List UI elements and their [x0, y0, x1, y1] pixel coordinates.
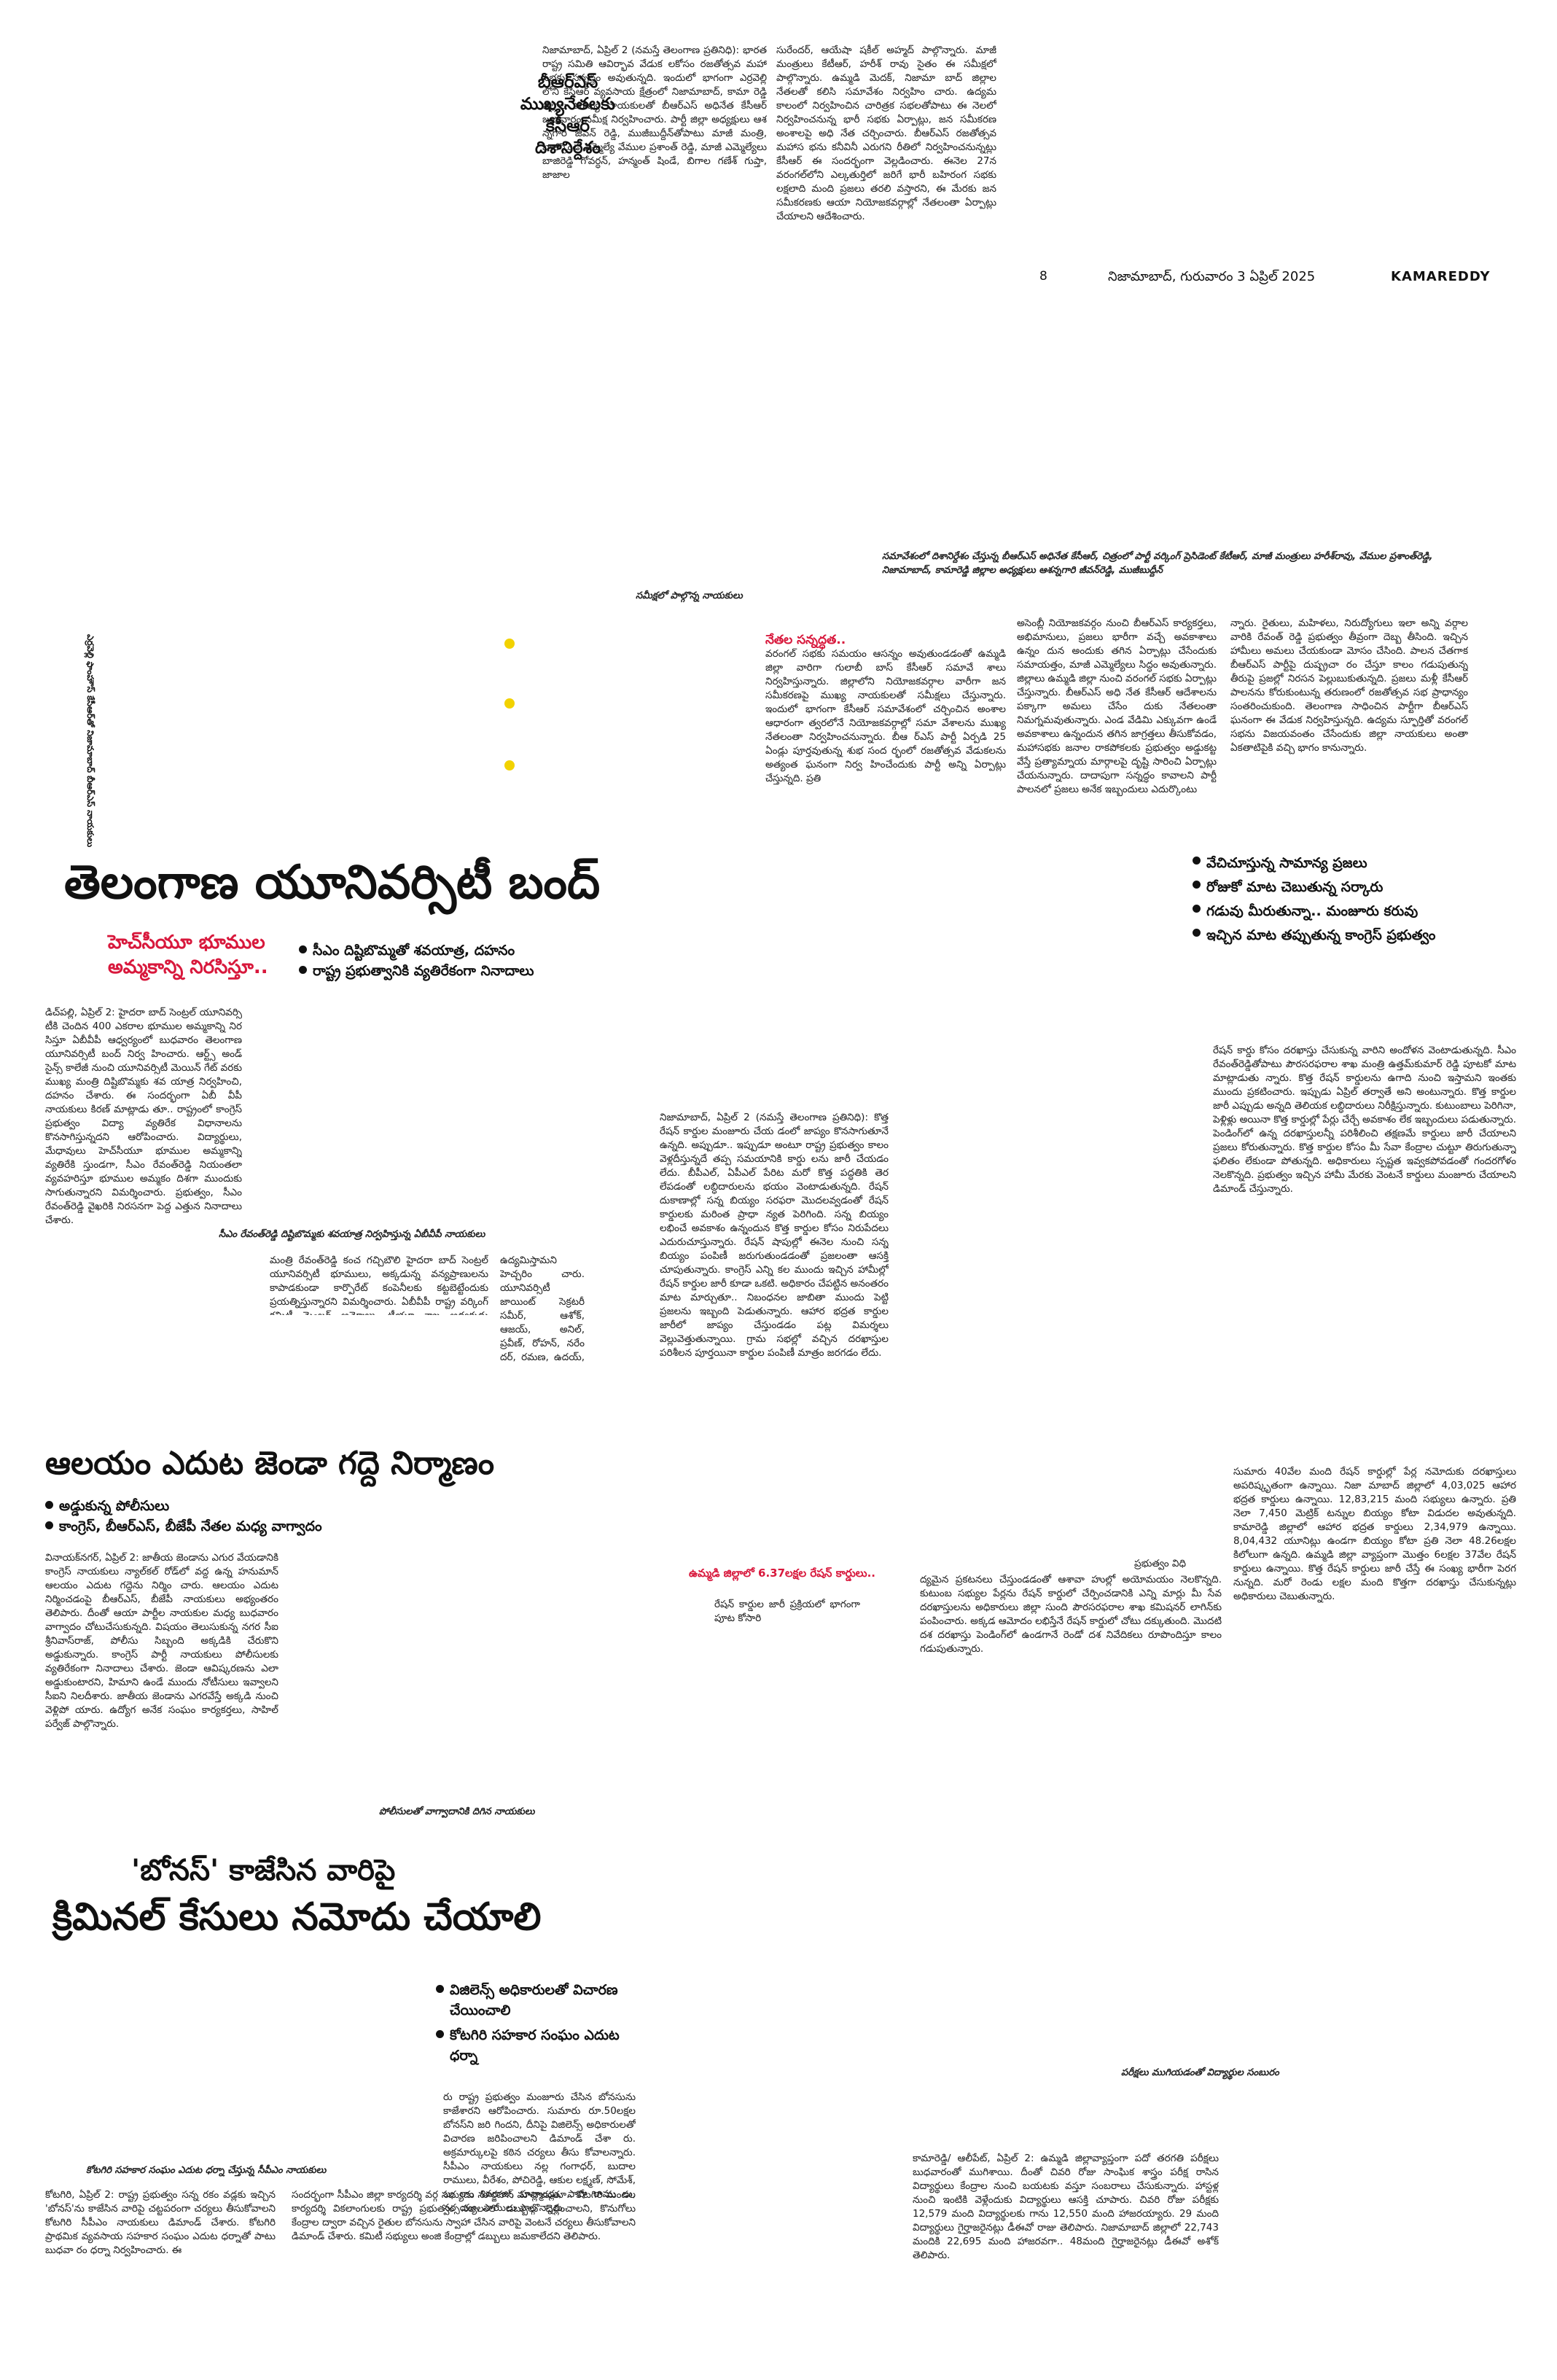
bonus-col2: సందర్భంగా సీపీఎం జిల్లా కార్యదర్శి వర్గ …	[292, 2189, 636, 2242]
bonus-col-right: రు రాష్ట్ర ప్రభుత్వం మంజూరు చేసిన బోనసున…	[443, 2091, 636, 2214]
ration-col3b: సుమారు 40వేల మంది రేషన్ కార్డుల్లో పేర్ల…	[1233, 1466, 1516, 1602]
hcu-bullet-text: సీఎం దిష్టిబొమ్మతో శవయాత్ర, దహనం	[313, 943, 515, 959]
bullet-icon	[436, 1985, 444, 1993]
ration-col1b: రేషన్ కార్డుల జారీ ప్రక్రియలో భాగంగా పూట…	[714, 1599, 860, 1624]
bullet-icon	[1193, 857, 1201, 865]
bonus-photo-caption: కోటగిరి సహకార సంఘం ఎదుట ధర్నా చేస్తున్న …	[86, 2165, 327, 2176]
ration-col2-tail: ప్రభుత్వం విధి	[1134, 1558, 1186, 1569]
ration-bullet-text: ఇచ్చిన మాట తప్పుతున్న కాంగ్రెస్ ప్రభుత్వ…	[1206, 927, 1436, 943]
edition-name: KAMAREDDY	[1391, 269, 1491, 284]
temple-headline: ఆలయం ఎదుట జెండా గద్దె నిర్మాణం	[45, 1445, 495, 1482]
brs2-col2: అసెంబ్లీ నియోజకవర్గం నుంచి బీఆర్ఎస్ కార్…	[1017, 617, 1217, 795]
bullet-icon	[436, 2030, 444, 2038]
temple-photo-caption: పోలీసులతో వాగ్వాదానికి దిగిన నాయకులు	[379, 1806, 535, 1817]
bonus-bullet-text: విజిలెన్స్ అధికారులతో విచారణ చేయించాలి	[450, 1982, 618, 2018]
ration-col2: ద్యమైన ప్రకటనలు చేస్తుండడంతో ఆశావా హుల్ల…	[920, 1574, 1222, 1655]
temple-bullet-text: కాంగ్రెస్, బీఆర్ఎస్, బీజేపీ నేతల మధ్య వా…	[59, 1518, 322, 1534]
page-number: 8	[1039, 269, 1047, 284]
brs-headline-line: కేసీఆర్	[545, 117, 590, 136]
hcu-bullets: సీఎం దిష్టిబొమ్మతో శవయాత్ర, దహనం రాష్ట్ర…	[299, 940, 534, 981]
ration-bullet: రోజుకో మాట చెబుతున్న సర్కారు	[1193, 875, 1435, 900]
exam-photo-caption: పరీక్షలు ముగియడంతో విద్యార్థుల సంబురం	[1121, 2067, 1279, 2078]
ration-col3: రేషన్ కార్డు కోసం దరఖాస్తు చేసుకున్న వార…	[1213, 1045, 1516, 1195]
bonus-bullet: విజిలెన్స్ అధికారులతో విచారణ చేయించాలి	[436, 1980, 633, 2021]
brs-headline-line: ముఖ్యనేతలకు	[520, 95, 616, 114]
ration-col1: నిజామాబాద్, ఏప్రిల్ 2 (నమస్తే తెలంగాణ ప్…	[660, 1112, 889, 1359]
hcu-bullet-text: రాష్ట్ర ప్రభుత్వానికి వ్యతిరేకంగా నినాదా…	[313, 963, 534, 979]
hcu-photo-caption: సీఎం రేవంత్‌రెడ్డి దిష్టిబొమ్మకు శవయాత్ర…	[219, 1229, 485, 1240]
bonus-headline-1: 'బోనస్' కాజేసిన వారిపై	[131, 1854, 396, 1887]
hcu-col1: డిచ్‌పల్లి, ఏప్రిల్ 2: హైదరా బాద్ సెంట్ర…	[45, 1007, 242, 1226]
ration-kicker: ఉమ్మడి జిల్లాలో 6.37లక్షల రేషన్ కార్డులు…	[689, 1566, 876, 1580]
hcu-bullet: సీఎం దిష్టిబొమ్మతో శవయాత్ర, దహనం	[299, 940, 534, 961]
temple-bullet: కాంగ్రెస్, బీఆర్ఎస్, బీజేపీ నేతల మధ్య వా…	[45, 1516, 322, 1537]
yellow-bullet	[504, 698, 515, 709]
temple-col1: వినాయక్‌నగర్, ఏప్రిల్ 2: జాతీయ జెండాను ఎ…	[45, 1552, 278, 1730]
bullet-icon	[1193, 881, 1201, 889]
bullet-icon	[45, 1521, 53, 1529]
bonus-bullets: విజిలెన్స్ అధికారులతో విచారణ చేయించాలి క…	[436, 1980, 633, 2066]
bonus-col1: కోటగిరి, ఏప్రిల్ 2: రాష్ట్ర ప్రభుత్వం సన…	[45, 2189, 276, 2256]
brs2-col1: వరంగల్ సభకు సమయం ఆసన్నం అవుతుండడంతో ఉమ్మ…	[765, 648, 1006, 784]
brs-headline: బీఆర్ఎస్ ముఖ్యనేతలకు కేసీఆర్ దిశానిర్దేశ…	[515, 71, 621, 159]
hcu-col3: ఉద్యమిస్తామని హెచ్చరిం చారు. యూనివర్సిటీ…	[500, 1255, 585, 1363]
ration-bullet-text: వేచిచూస్తున్న సామాన్య ప్రజలు	[1206, 855, 1367, 871]
bonus-bullet: కోటగిరి సహకార సంఘం ఎదుట ధర్నా	[436, 2025, 633, 2066]
hcu-headline: తెలంగాణ యూనివర్సిటీ బంద్	[64, 856, 601, 910]
bullet-icon	[299, 945, 307, 953]
brs2-col3: న్నారు. రైతులు, మహిళలు, నిరుద్యోగులు ఇలా…	[1230, 617, 1468, 754]
ration-bullet-text: గడువు మీరుతున్నా.. మంజూరు కరువు	[1206, 903, 1419, 919]
temple-bullet-text: అడ్డుకున్న పోలీసులు	[59, 1498, 170, 1514]
bullet-icon	[1193, 905, 1201, 913]
bonus-headline-2: క్రిమినల్ కేసులు నమోదు చేయాలి	[52, 1895, 542, 1939]
yellow-bullet	[504, 639, 515, 649]
yellow-bullet	[504, 760, 515, 770]
ration-bullets: వేచిచూస్తున్న సామాన్య ప్రజలు రోజుకో మాట …	[1193, 851, 1435, 948]
bullet-icon	[1193, 929, 1201, 937]
bullet-icon	[45, 1501, 53, 1509]
dateline: నిజామాబాద్, గురువారం 3 ఏప్రిల్ 2025	[1108, 269, 1316, 284]
brs-story-col1: నిజామాబాద్, ఏప్రిల్ 2 (నమస్తే తెలంగాణ ప్…	[542, 44, 767, 181]
hcu-col2: మంత్రి రేవంత్‌రెడ్డి కంచ గచ్చిబౌలి హైదరా…	[270, 1255, 488, 1315]
brs-headline-line: బీఆర్ఎస్	[537, 73, 598, 92]
ration-bullet-text: రోజుకో మాట చెబుతున్న సర్కారు	[1206, 879, 1384, 895]
brs2-kicker: నేతల సన్నద్ధత..	[765, 633, 846, 647]
brs-headline-line: దిశానిర్దేశం	[535, 138, 601, 157]
vertical-caption: ఎర్రవెల్లి ఫాంహౌస్ కేసీఆర్‌తో నిజామాబాద్…	[85, 634, 95, 848]
brs-story-col2: సురేందర్, ఆయేషా షకీల్ అహ్మద్ పాల్గొన్నార…	[776, 44, 996, 222]
exam-col1: కామారెడ్డి/ ఆలీపేట్, ఏప్రిల్ 2: ఉమ్మడి జ…	[913, 2153, 1219, 2261]
hcu-bullet: రాష్ట్ర ప్రభుత్వానికి వ్యతిరేకంగా నినాదా…	[299, 961, 534, 981]
temple-bullets: అడ్డుకున్న పోలీసులు కాంగ్రెస్, బీఆర్ఎస్,…	[45, 1496, 322, 1537]
ration-bullet: గడువు మీరుతున్నా.. మంజూరు కరువు	[1193, 900, 1435, 924]
ration-bullet: ఇచ్చిన మాట తప్పుతున్న కాంగ్రెస్ ప్రభుత్వ…	[1193, 924, 1435, 948]
bullet-icon	[299, 966, 307, 974]
hcu-kicker: హెచ్‌సీయూ భూముల అమ్మకాన్ని నిరసిస్తూ..	[108, 932, 268, 978]
bonus-bullet-text: కోటగిరి సహకార సంఘం ఎదుట ధర్నా	[450, 2027, 620, 2064]
meeting-photo-caption: సమీక్షలో పాల్గొన్న నాయకులు	[636, 590, 743, 601]
ration-bullet: వేచిచూస్తున్న సామాన్య ప్రజలు	[1193, 851, 1435, 875]
main-photo-caption: సమావేశంలో దిశానిర్దేశం చేస్తున్న బీఆర్ఎస…	[882, 551, 1433, 576]
temple-bullet: అడ్డుకున్న పోలీసులు	[45, 1496, 322, 1516]
